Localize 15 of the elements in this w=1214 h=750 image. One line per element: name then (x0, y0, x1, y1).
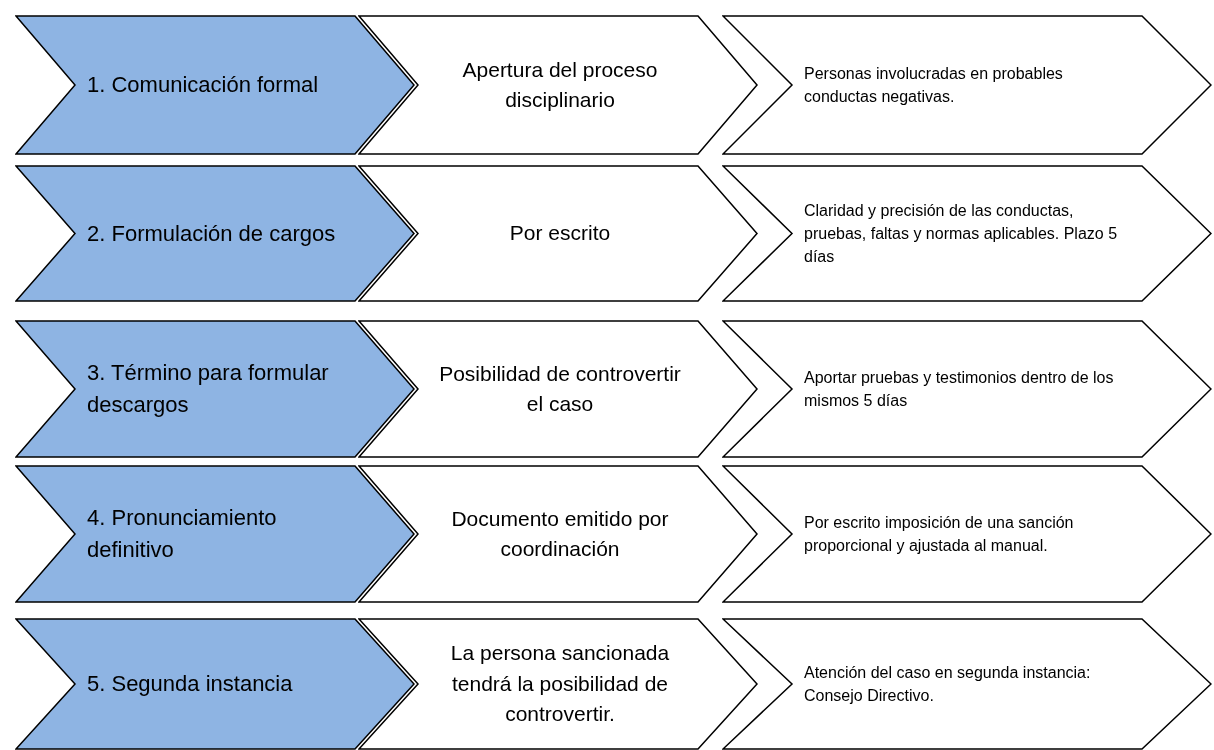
step-description: La persona sancionada tendrá la posibilidad de controvertir. (449, 640, 671, 728)
step-detail: Aportar pruebas y testimonios dentro de los mismos 5 días (804, 367, 1115, 411)
step-description: Posibilidad de controvertir el caso (438, 360, 682, 417)
step-detail: Por escrito imposición de una sanción proporcional y ajustada al manual. (804, 512, 1075, 556)
step-description: Por escrito (509, 220, 611, 247)
step-description: Apertura del proceso disciplinario (461, 56, 659, 113)
step-detail: Personas involucradas en probables conductas negativas. (804, 63, 1064, 107)
step-title: 3. Término para formular descargos (87, 359, 330, 419)
step-title: 5. Segunda instancia (87, 670, 293, 699)
step-title: 2. Formulación de cargos (87, 219, 336, 248)
step-title: 1. Comunicación formal (87, 71, 319, 100)
step-detail: Claridad y precisión de las conductas, pruebas, faltas y normas aplicables. Plazo 5 días (804, 200, 1119, 268)
step-description: Documento emitido por coordinación (450, 505, 670, 562)
step-title: 4. Pronunciamiento definitivo (87, 504, 278, 564)
step-detail: Atención del caso en segunda instancia: Consejo Directivo. (804, 662, 1092, 706)
